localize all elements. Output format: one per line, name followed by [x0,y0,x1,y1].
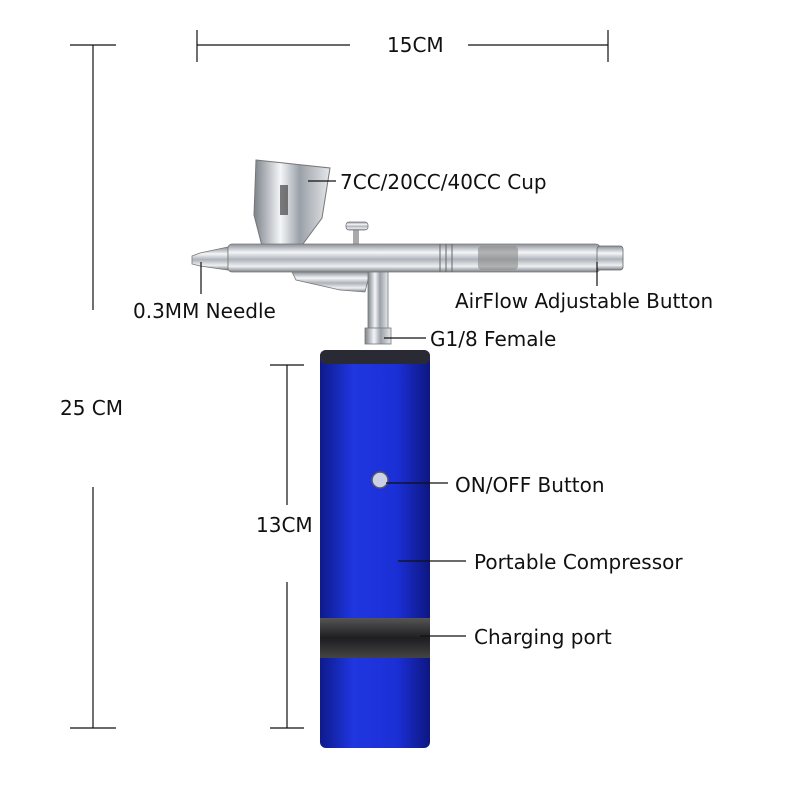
width-dimension-label: 15CM [387,33,444,57]
total-height-dimension-line [70,44,116,729]
power-button [371,471,389,489]
airbrush-illustration [191,159,624,345]
power-label: ON/OFF Button [455,473,605,497]
airflow-label: AirFlow Adjustable Button [455,289,713,313]
charging-label: Charging port [474,625,612,649]
portable-compressor-illustration [320,350,430,748]
charging-band [320,618,430,658]
compressor-label: Portable Compressor [474,550,683,574]
connector-label: G1/8 Female [430,327,556,351]
width-dimension-line [196,30,609,62]
total-height-label: 25 CM [60,396,123,420]
cup-label: 7CC/20CC/40CC Cup [340,170,547,194]
paint-cup [253,159,331,249]
airbrush-body [227,243,601,273]
nozzle [191,246,229,271]
needle-label: 0.3MM Needle [133,299,276,323]
compressor-height-dimension-line [270,364,304,729]
air-connector [367,271,389,333]
airflow-knob [596,245,624,271]
compressor-height-label: 13CM [256,513,313,537]
trigger-button [345,221,369,231]
